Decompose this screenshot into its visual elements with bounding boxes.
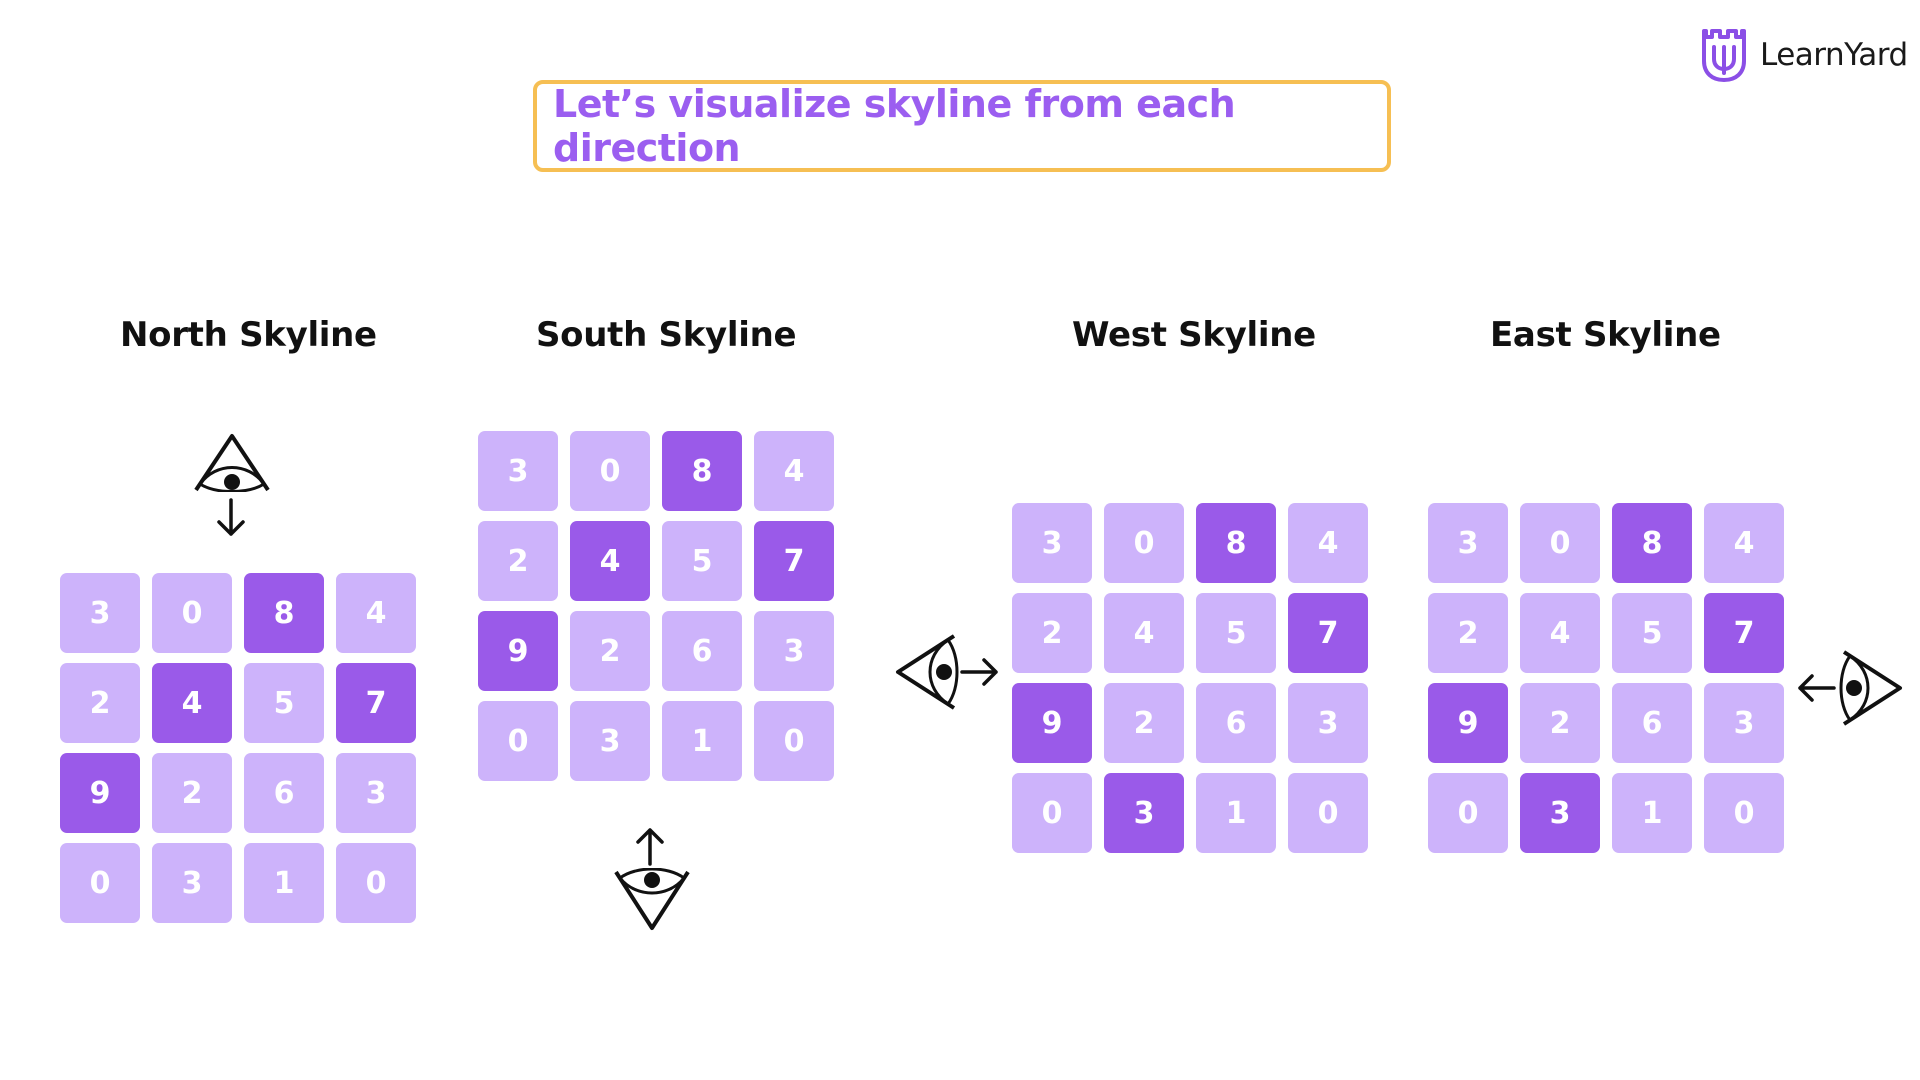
grid-cell: 2 xyxy=(478,521,558,601)
grid-cell: 3 xyxy=(336,753,416,833)
grid-cell: 3 xyxy=(754,611,834,691)
grid-cell: 0 xyxy=(336,843,416,923)
grid-cell: 0 xyxy=(152,573,232,653)
grid-cell: 3 xyxy=(478,431,558,511)
east-arrow-left-icon xyxy=(1798,674,1836,702)
title-box: Let’s visualize skyline from each direct… xyxy=(533,80,1391,172)
learnyard-logo: LearnYard xyxy=(1700,26,1910,84)
grid-cell: 4 xyxy=(1704,503,1784,583)
north-eye-icon xyxy=(194,434,270,492)
grid-cell: 0 xyxy=(1012,773,1092,853)
grid-cell: 7 xyxy=(1288,593,1368,673)
grid-cell: 8 xyxy=(1612,503,1692,583)
brand-name: LearnYard xyxy=(1760,37,1908,73)
grid-cell: 4 xyxy=(1520,593,1600,673)
grid-cell: 7 xyxy=(336,663,416,743)
heading-north: North Skyline xyxy=(120,315,377,355)
grid-cell: 6 xyxy=(1612,683,1692,763)
grid-cell: 0 xyxy=(754,701,834,781)
grid-cell: 4 xyxy=(1288,503,1368,583)
grid-cell: 4 xyxy=(570,521,650,601)
grid-cell: 5 xyxy=(662,521,742,601)
grid-cell: 0 xyxy=(478,701,558,781)
grid-cell: 5 xyxy=(244,663,324,743)
grid-cell: 6 xyxy=(662,611,742,691)
grid-cell: 2 xyxy=(1428,593,1508,673)
grid-cell: 1 xyxy=(1196,773,1276,853)
grid-cell: 0 xyxy=(1288,773,1368,853)
grid-cell: 2 xyxy=(570,611,650,691)
grid-cell: 2 xyxy=(152,753,232,833)
grid-cell: 0 xyxy=(1520,503,1600,583)
grid-cell: 7 xyxy=(1704,593,1784,673)
grid-cell: 3 xyxy=(1428,503,1508,583)
east-eye-icon xyxy=(1839,650,1902,726)
grid-cell: 0 xyxy=(1428,773,1508,853)
grid-cell: 8 xyxy=(1196,503,1276,583)
south-eye-icon xyxy=(614,868,690,930)
grid-cell: 1 xyxy=(662,701,742,781)
grid-cell: 2 xyxy=(1012,593,1092,673)
grid-cell: 5 xyxy=(1196,593,1276,673)
west-eye-icon xyxy=(896,634,959,710)
grid-cell: 3 xyxy=(570,701,650,781)
grid-cell: 3 xyxy=(152,843,232,923)
grid-cell: 1 xyxy=(1612,773,1692,853)
grid-cell: 9 xyxy=(60,753,140,833)
grid-cell: 0 xyxy=(1104,503,1184,583)
grid-cell: 3 xyxy=(1704,683,1784,763)
grid-cell: 3 xyxy=(1012,503,1092,583)
grid-cell: 2 xyxy=(1104,683,1184,763)
grid-cell: 9 xyxy=(1012,683,1092,763)
learnyard-logo-icon xyxy=(1702,29,1746,82)
south-arrow-up-icon xyxy=(636,828,664,866)
grid-cell: 3 xyxy=(1520,773,1600,853)
grid-cell: 8 xyxy=(662,431,742,511)
heading-west: West Skyline xyxy=(1072,315,1316,355)
north-arrow-down-icon xyxy=(217,498,245,536)
grid-cell: 2 xyxy=(60,663,140,743)
grid-cell: 4 xyxy=(336,573,416,653)
grid-cell: 3 xyxy=(1288,683,1368,763)
grid-cell: 4 xyxy=(754,431,834,511)
grid-cell: 4 xyxy=(1104,593,1184,673)
grid-cell: 0 xyxy=(60,843,140,923)
grid-cell: 2 xyxy=(1520,683,1600,763)
grid-cell: 8 xyxy=(244,573,324,653)
grid-cell: 0 xyxy=(570,431,650,511)
heading-east: East Skyline xyxy=(1490,315,1721,355)
west-arrow-right-icon xyxy=(960,658,998,686)
grid-cell: 6 xyxy=(244,753,324,833)
grid-cell: 9 xyxy=(1428,683,1508,763)
grid-cell: 7 xyxy=(754,521,834,601)
heading-south: South Skyline xyxy=(536,315,797,355)
grid-cell: 3 xyxy=(1104,773,1184,853)
grid-cell: 5 xyxy=(1612,593,1692,673)
page-title: Let’s visualize skyline from each direct… xyxy=(553,82,1236,170)
grid-cell: 9 xyxy=(478,611,558,691)
grid-cell: 0 xyxy=(1704,773,1784,853)
grid-cell: 4 xyxy=(152,663,232,743)
grid-cell: 1 xyxy=(244,843,324,923)
grid-cell: 3 xyxy=(60,573,140,653)
grid-cell: 6 xyxy=(1196,683,1276,763)
